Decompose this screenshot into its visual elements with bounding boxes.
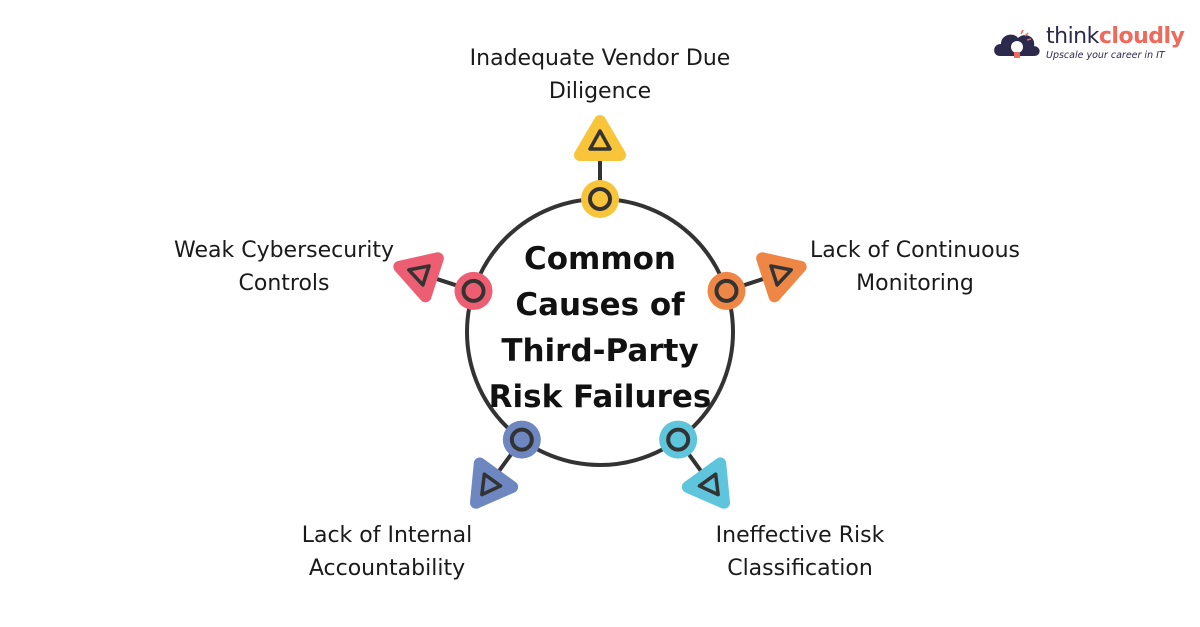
node-ring — [714, 278, 739, 303]
title-line: Causes of — [515, 287, 685, 323]
label-line: Ineffective Risk — [715, 523, 885, 548]
label-risk-classification: Ineffective Risk Classification — [640, 519, 960, 585]
node-dot — [581, 180, 619, 218]
label-line: Accountability — [308, 556, 466, 581]
node-ring — [588, 187, 612, 211]
triangle-icon — [469, 457, 519, 509]
triangle-icon — [681, 457, 731, 509]
label-vendor-due-diligence: Inadequate Vendor Due Diligence — [440, 42, 760, 108]
triangle-icon — [756, 252, 807, 303]
node-dot — [707, 271, 746, 310]
node-ring — [666, 427, 691, 452]
node-dot — [502, 420, 541, 459]
title-line: Third-Party — [501, 333, 699, 369]
label-line: Controls — [238, 271, 330, 296]
node-dot — [454, 271, 493, 310]
label-line: Diligence — [548, 79, 652, 104]
node-dot — [659, 420, 698, 459]
label-internal-accountability: Lack of Internal Accountability — [227, 519, 547, 585]
cloud-bulb-icon — [994, 29, 1040, 58]
node-ring — [461, 278, 486, 303]
triangle-icon — [393, 252, 444, 303]
label-line: Inadequate Vendor Due — [469, 46, 731, 71]
label-weak-cybersecurity: Weak Cybersecurity Controls — [124, 234, 444, 300]
label-line: Weak Cybersecurity — [174, 238, 394, 263]
node-ring — [509, 427, 534, 452]
center-title: Common Causes of Third-Party Risk Failur… — [470, 236, 730, 420]
label-continuous-monitoring: Lack of Continuous Monitoring — [755, 234, 1075, 300]
label-line: Lack of Continuous — [809, 238, 1021, 263]
logo-tagline: Upscale your career in IT — [1046, 50, 1165, 61]
thinkcloudly-logo: thinkcloudly Upscale your career in IT — [992, 24, 1185, 64]
logo-wordmark: thinkcloudly — [1046, 24, 1185, 49]
triangle-icon — [574, 115, 626, 161]
title-line: Risk Failures — [488, 379, 712, 415]
label-line: Classification — [727, 556, 873, 581]
title-line: Common — [523, 241, 677, 277]
label-line: Lack of Internal — [301, 523, 473, 548]
label-line: Monitoring — [856, 271, 974, 296]
